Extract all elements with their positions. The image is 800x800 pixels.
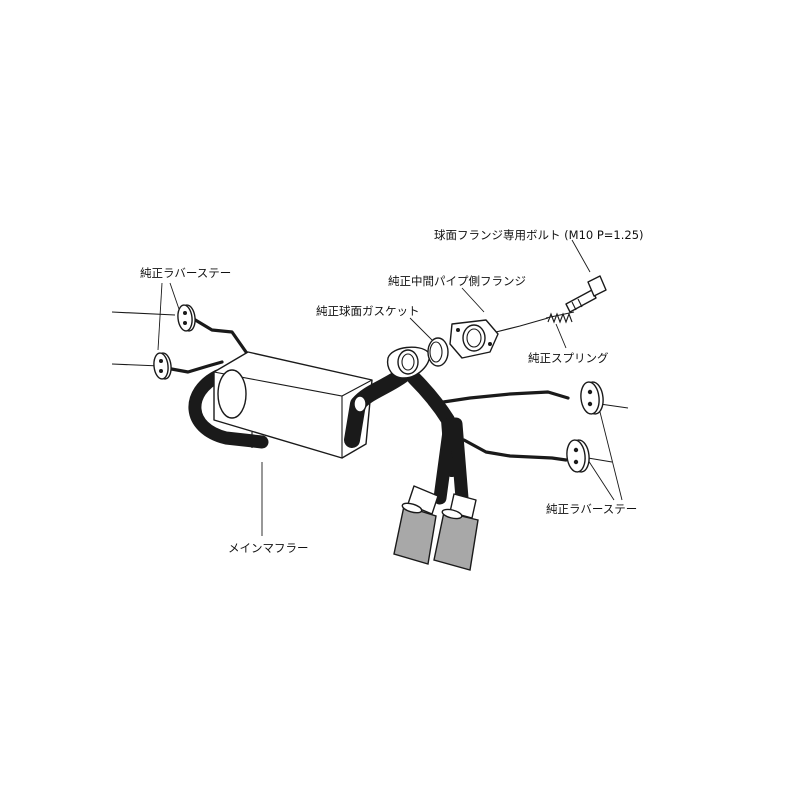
hanger-rod-right-lower <box>462 438 568 462</box>
spherical-gasket <box>427 337 449 367</box>
tailpipe-loop <box>188 369 269 449</box>
hanger-axis-right-lower <box>587 457 613 463</box>
flange-spring-link <box>495 317 549 333</box>
left-rubber-mounts <box>111 304 248 380</box>
hanger-rod-right-upper <box>428 390 570 406</box>
right-hangers <box>428 381 629 473</box>
label-bolt: 球面フランジ専用ボルト (M10 P=1.25) <box>434 228 644 242</box>
label-rubber-left: 純正ラバーステー <box>140 266 232 280</box>
rubber-mount-left-upper <box>177 304 196 332</box>
mid-pipe-flange <box>449 319 499 359</box>
label-main-muffler: メインマフラー <box>228 541 309 555</box>
hanger-axis-upper <box>111 311 176 316</box>
leader-rubber-left-2 <box>157 282 163 351</box>
main-muffler-body <box>213 351 373 459</box>
leader-rubber-right-1 <box>599 411 623 501</box>
y-pipe <box>407 371 469 505</box>
hanger-rod-upper <box>190 316 248 354</box>
rubber-mount-left-lower <box>153 352 172 380</box>
flange-bolt <box>565 275 607 313</box>
rubber-mount-right-upper <box>580 381 604 415</box>
spring <box>545 311 575 324</box>
flange-assembly <box>386 275 607 379</box>
hanger-rod-lower <box>164 360 224 374</box>
tail-tip-right <box>433 493 479 571</box>
muffler-end-cap <box>217 369 247 419</box>
rubber-mount-right-lower <box>566 439 590 473</box>
label-gasket: 純正球面ガスケット <box>316 304 420 318</box>
leader-rubber-right-2 <box>587 459 615 501</box>
leader-spring <box>555 323 567 349</box>
leader-mid-flange <box>461 287 485 313</box>
system-flange <box>386 346 431 379</box>
tail-tips <box>393 485 479 571</box>
leader-lines <box>157 239 623 536</box>
label-rubber-right: 純正ラバーステー <box>546 502 638 516</box>
inlet-joint <box>353 395 367 413</box>
hanger-axis-lower <box>111 363 161 367</box>
hanger-axis-right-upper <box>599 403 629 409</box>
label-mid-flange: 純正中間パイプ側フランジ <box>388 274 526 288</box>
muffler-shell <box>213 351 373 459</box>
tail-tip-left <box>393 485 439 565</box>
label-spring: 純正スプリング <box>528 351 609 365</box>
leader-bolt <box>571 239 591 273</box>
leader-gasket <box>409 317 433 341</box>
leader-rubber-left-1 <box>169 282 181 313</box>
